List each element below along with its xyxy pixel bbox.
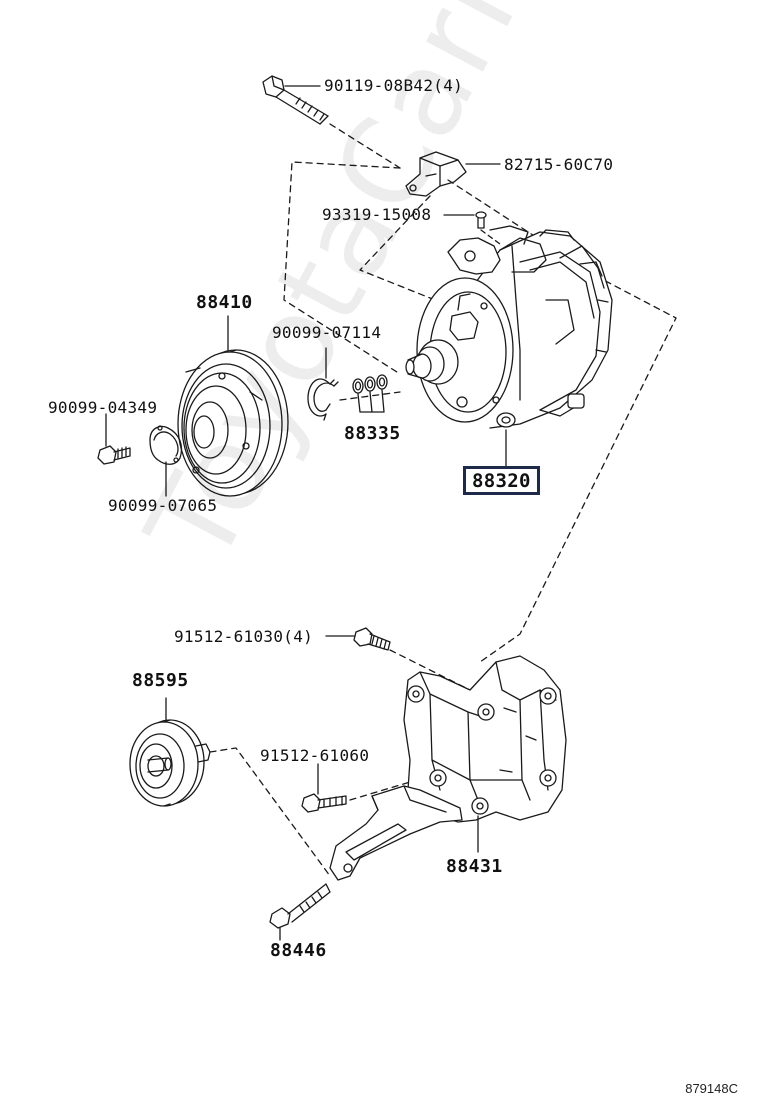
plate-drawing bbox=[149, 425, 183, 465]
label-bolt-top[interactable]: 90119-08B42(4) bbox=[324, 76, 464, 95]
shims-drawing bbox=[352, 374, 388, 394]
label-snap-ring[interactable]: 90099-07114 bbox=[272, 323, 382, 342]
label-pulley[interactable]: 88410 bbox=[196, 292, 253, 313]
label-bolt-bracket[interactable]: 91512-61030(4) bbox=[174, 627, 314, 646]
label-shims[interactable]: 88335 bbox=[344, 423, 401, 444]
label-bracket[interactable]: 88431 bbox=[446, 856, 503, 877]
bolt-idler-drawing bbox=[301, 793, 347, 813]
bolt-bracket-drawing bbox=[353, 627, 391, 651]
screw-drawing bbox=[475, 211, 487, 229]
snap-ring-drawing bbox=[307, 378, 339, 421]
label-idler[interactable]: 88595 bbox=[132, 670, 189, 691]
bolt-top-drawing bbox=[262, 75, 329, 125]
bolt-left-drawing bbox=[97, 445, 131, 465]
bracket-drawing bbox=[329, 655, 567, 881]
bracket-top-drawing bbox=[405, 151, 467, 197]
compressor-drawing bbox=[405, 225, 613, 429]
diagram-code: 879148C bbox=[685, 1081, 738, 1096]
pulley-drawing bbox=[177, 349, 289, 497]
label-screw[interactable]: 93319-15008 bbox=[322, 205, 432, 224]
label-compressor-highlighted[interactable]: 88320 bbox=[463, 466, 540, 495]
bolt-bottom-drawing bbox=[269, 883, 331, 929]
label-plate[interactable]: 90099-07065 bbox=[108, 496, 218, 515]
label-bolt-left[interactable]: 90099-04349 bbox=[48, 398, 158, 417]
label-bracket-top[interactable]: 82715-60C70 bbox=[504, 155, 614, 174]
label-bolt-bottom[interactable]: 88446 bbox=[270, 940, 327, 961]
label-bolt-idler[interactable]: 91512-61060 bbox=[260, 746, 370, 765]
idler-pulley-drawing bbox=[129, 719, 211, 807]
